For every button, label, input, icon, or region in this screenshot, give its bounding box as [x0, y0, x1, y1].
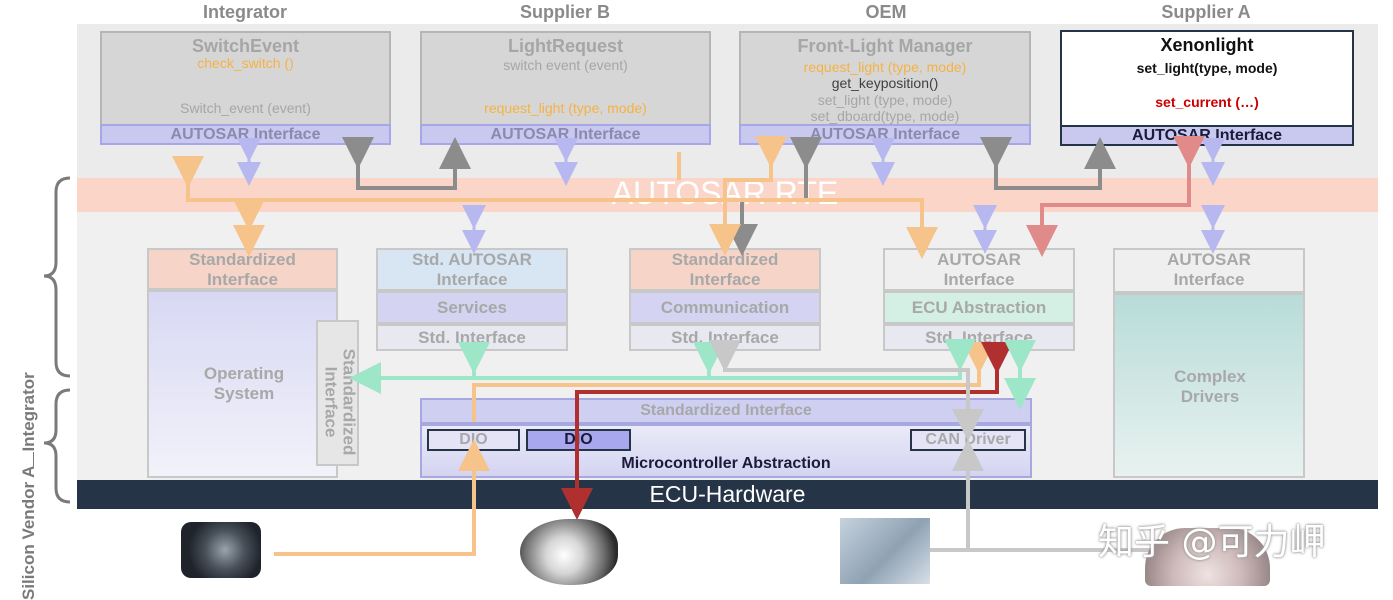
vendor-supplier-b: Supplier B [519, 2, 610, 22]
swc-line: set_light (type, mode) [817, 92, 953, 108]
swc-line: set_dboard(type, mode) [810, 108, 960, 124]
watermark: 知乎 @可力岬 [1098, 522, 1326, 563]
vendor-integrator: Integrator [202, 2, 287, 22]
swc-title: Xenonlight [1160, 35, 1254, 55]
dashboard-photo [1145, 528, 1270, 586]
red-arrows [1026, 136, 1205, 257]
can-arrows [709, 340, 1150, 552]
ecu-abstraction-layer: ECU Abstraction [883, 291, 1075, 324]
complex-drivers-label: Complex Drivers [1174, 367, 1246, 406]
interface-arrows [237, 138, 1225, 254]
services-layer: Services [376, 291, 568, 324]
swc-title: Front-Light Manager [797, 36, 973, 56]
light-switch-photo [181, 522, 261, 578]
swc-line: Switch_event (event) [180, 100, 311, 116]
swc-line: request_light (type, mode) [803, 59, 967, 75]
os-label: Operating System [203, 364, 285, 403]
side-braces [43, 176, 71, 504]
mint-arrows [349, 339, 1036, 410]
swc-line: get_keyposition() [831, 75, 939, 91]
vendor-supplier-a: Supplier A [1161, 2, 1251, 22]
swc-light-request: LightRequest switch event (event) reques… [420, 31, 711, 145]
swc-line: set_current (…) [1155, 94, 1259, 110]
swc-line: request_light (type, mode) [484, 100, 647, 116]
swc-line: check_switch () [197, 55, 294, 71]
swc-line: switch event (event) [503, 57, 628, 73]
headlamp-photo [520, 519, 618, 585]
complex-drivers-body: Complex Drivers [1113, 293, 1305, 478]
swc-line: set_light(type, mode) [1136, 60, 1278, 76]
gray-arrows [342, 137, 1116, 256]
vendor-oem: OEM [865, 2, 907, 22]
os-body: Operating System [147, 290, 338, 478]
swc-title: SwitchEvent [191, 36, 300, 56]
sensor-photo [840, 518, 930, 584]
swc-title: LightRequest [508, 36, 623, 56]
communication-layer: Communication [629, 291, 821, 324]
orange-arrows [172, 136, 995, 556]
